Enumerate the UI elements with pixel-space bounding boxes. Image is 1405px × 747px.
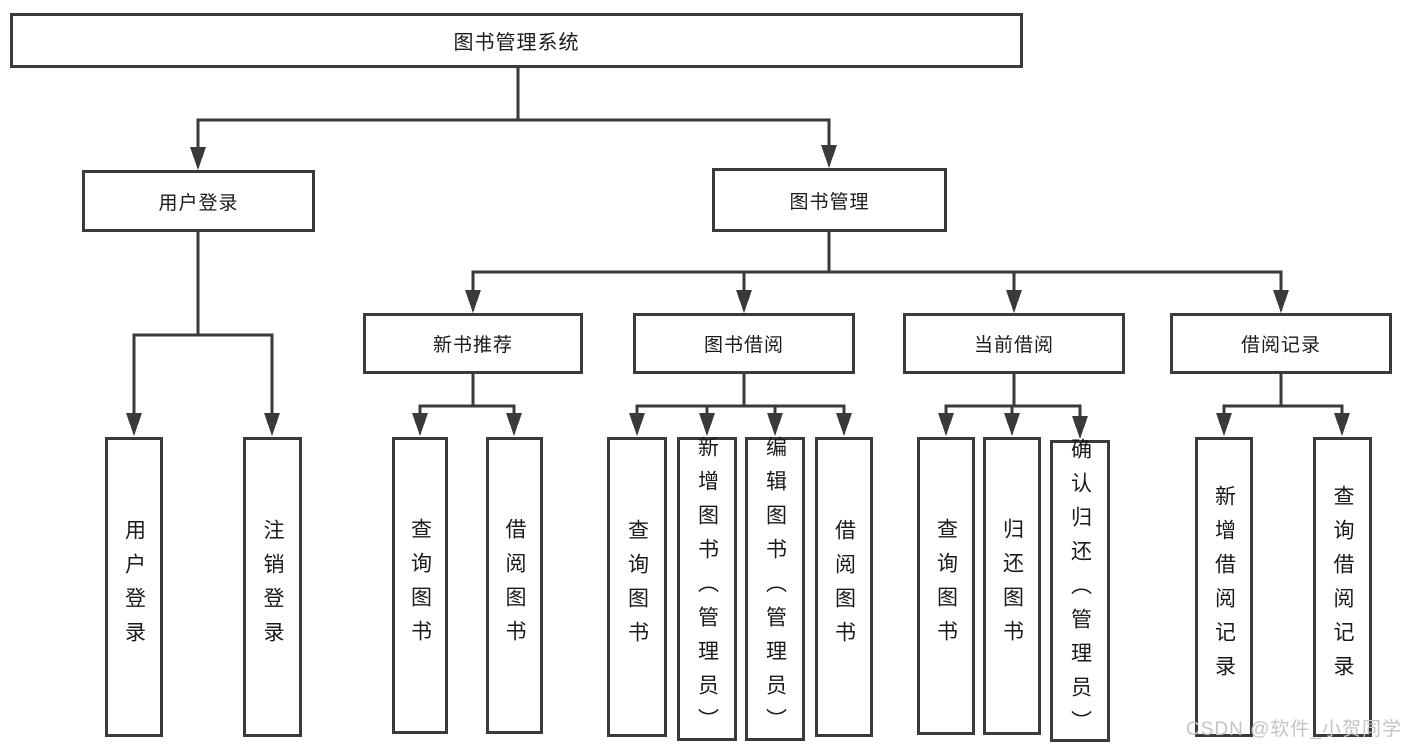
leaf-query-books: 查询图书 (392, 437, 448, 734)
node-current-borrowing: 当前借阅 (903, 313, 1125, 374)
node-book-borrowing: 图书借阅 (633, 313, 855, 374)
connector-book-management-children (465, 232, 1289, 313)
leaf-logout: 注销登录 (243, 437, 302, 737)
node-label: 借阅记录 (1240, 335, 1321, 356)
connector-borrowing-records-children (1216, 374, 1350, 436)
leaf-label: 查询借阅记录 (1331, 485, 1354, 689)
leaf-label: 归还图书 (1000, 518, 1024, 654)
node-label: 图书管理系统 (453, 32, 580, 54)
connector-new-book-recommendation-children (412, 374, 522, 436)
leaf-add-borrow-record: 新增借阅记录 (1195, 437, 1253, 737)
leaf-borrow-books: 借阅图书 (815, 437, 873, 737)
node-label: 当前借阅 (973, 335, 1054, 356)
leaf-label: 查询图书 (408, 517, 432, 654)
node-label: 图书借阅 (703, 335, 784, 356)
leaf-label: 确认归还（管理员） (1068, 438, 1092, 744)
connector-current-borrowing-children (938, 374, 1088, 439)
node-book-management: 图书管理 (712, 168, 947, 232)
leaf-user-login: 用户登录 (105, 437, 163, 737)
connector-root-to-level2 (190, 68, 837, 170)
leaf-borrow-books: 借阅图书 (486, 437, 543, 734)
leaf-label: 查询图书 (625, 519, 649, 655)
node-borrowing-records: 借阅记录 (1170, 313, 1392, 374)
leaf-add-books-admin: 新增图书（管理员） (677, 436, 737, 742)
leaf-return-books: 归还图书 (983, 437, 1041, 735)
leaf-label: 查询图书 (934, 518, 958, 654)
node-label: 新书推荐 (432, 335, 513, 356)
node-label: 图书管理 (789, 191, 870, 213)
node-library-management-system: 图书管理系统 (10, 13, 1023, 68)
leaf-label: 新增图书（管理员） (695, 436, 719, 742)
leaf-label: 新增借阅记录 (1212, 485, 1236, 689)
leaf-query-books: 查询图书 (607, 437, 667, 737)
node-user-login: 用户登录 (82, 170, 315, 232)
connector-user-login-children (126, 232, 280, 436)
leaf-label: 借阅图书 (832, 519, 856, 655)
leaf-label: 借阅图书 (503, 517, 526, 654)
csdn-watermark: CSDN @软件_小贺同学 (1186, 719, 1402, 740)
node-new-book-recommendation: 新书推荐 (363, 313, 583, 374)
leaf-query-books: 查询图书 (917, 437, 975, 735)
leaf-edit-books-admin: 编辑图书（管理员） (745, 436, 805, 742)
leaf-label: 编辑图书（管理员） (763, 436, 787, 742)
leaf-label: 用户登录 (122, 519, 146, 655)
connector-book-borrowing-children (629, 374, 852, 436)
leaf-label: 注销登录 (261, 519, 284, 655)
node-label: 用户登录 (158, 192, 239, 214)
leaf-confirm-return-admin: 确认归还（管理员） (1050, 438, 1110, 744)
leaf-query-borrow-record: 查询借阅记录 (1313, 437, 1372, 737)
